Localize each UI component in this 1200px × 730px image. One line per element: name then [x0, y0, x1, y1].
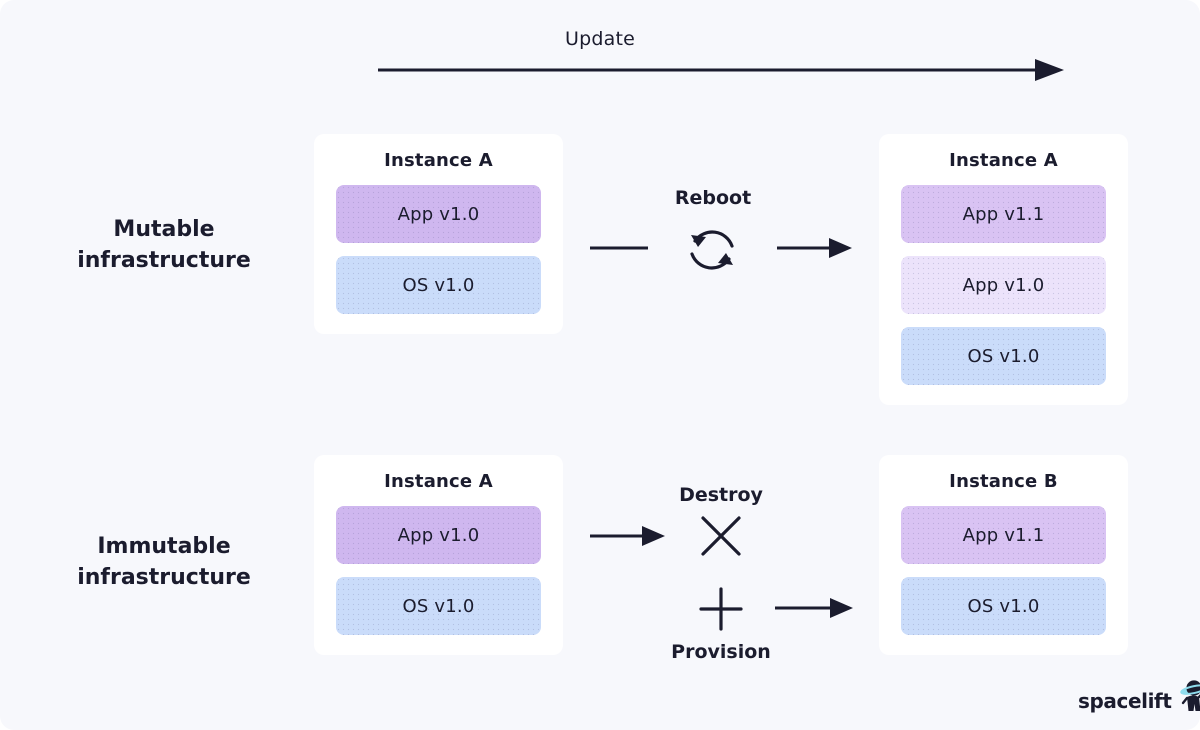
row-label-immutable-line2: infrastructure: [77, 565, 251, 591]
row-label-mutable-line2: infrastructure: [77, 248, 251, 274]
layer-os: OS v1.0: [901, 327, 1106, 385]
layer-os: OS v1.0: [901, 577, 1106, 635]
plus-icon: [699, 587, 743, 631]
layer-app-new: App v1.1: [901, 506, 1106, 564]
update-label: Update: [564, 28, 635, 50]
row-label-mutable: Mutable infrastructure: [14, 214, 314, 276]
layer-os: OS v1.0: [336, 577, 541, 635]
row-label-immutable: Immutable infrastructure: [14, 531, 314, 593]
card-title: Instance A: [949, 150, 1058, 171]
card-title: Instance B: [949, 471, 1058, 492]
layer-app-new: App v1.1: [901, 185, 1106, 243]
logo-text: spacelift: [1078, 689, 1172, 713]
instance-card-mutable-after: Instance A App v1.1 App v1.0 OS v1.0: [879, 134, 1128, 419]
card-title: Instance A: [384, 471, 493, 492]
instance-card-immutable-after: Instance B App v1.1 OS v1.0: [879, 455, 1128, 669]
x-cross-icon: [701, 516, 741, 556]
layer-app: App v1.0: [336, 506, 541, 564]
operation-label-reboot: Reboot: [674, 187, 752, 209]
line-segment-icon: [590, 246, 648, 250]
spacelift-logo: spacelift: [1078, 679, 1200, 711]
layer-app-old: App v1.0: [901, 256, 1106, 314]
instance-card-mutable-before: Instance A App v1.0 OS v1.0: [314, 134, 563, 348]
right-arrow-icon: [590, 526, 665, 546]
layer-os: OS v1.0: [336, 256, 541, 314]
layer-app: App v1.0: [336, 185, 541, 243]
astronaut-planet-icon: [1179, 680, 1200, 711]
operation-label-provision: Provision: [671, 641, 771, 663]
right-arrow-icon: [777, 238, 852, 258]
right-arrow-icon: [775, 598, 853, 618]
instance-card-immutable-before: Instance A App v1.0 OS v1.0: [314, 455, 563, 669]
card-title: Instance A: [384, 150, 493, 171]
row-label-immutable-line1: Immutable: [97, 534, 231, 559]
operation-label-destroy: Destroy: [679, 484, 763, 506]
refresh-circular-arrows-icon: [690, 230, 734, 270]
row-label-mutable-line1: Mutable: [113, 217, 215, 242]
update-arrow-icon: [378, 59, 1064, 81]
